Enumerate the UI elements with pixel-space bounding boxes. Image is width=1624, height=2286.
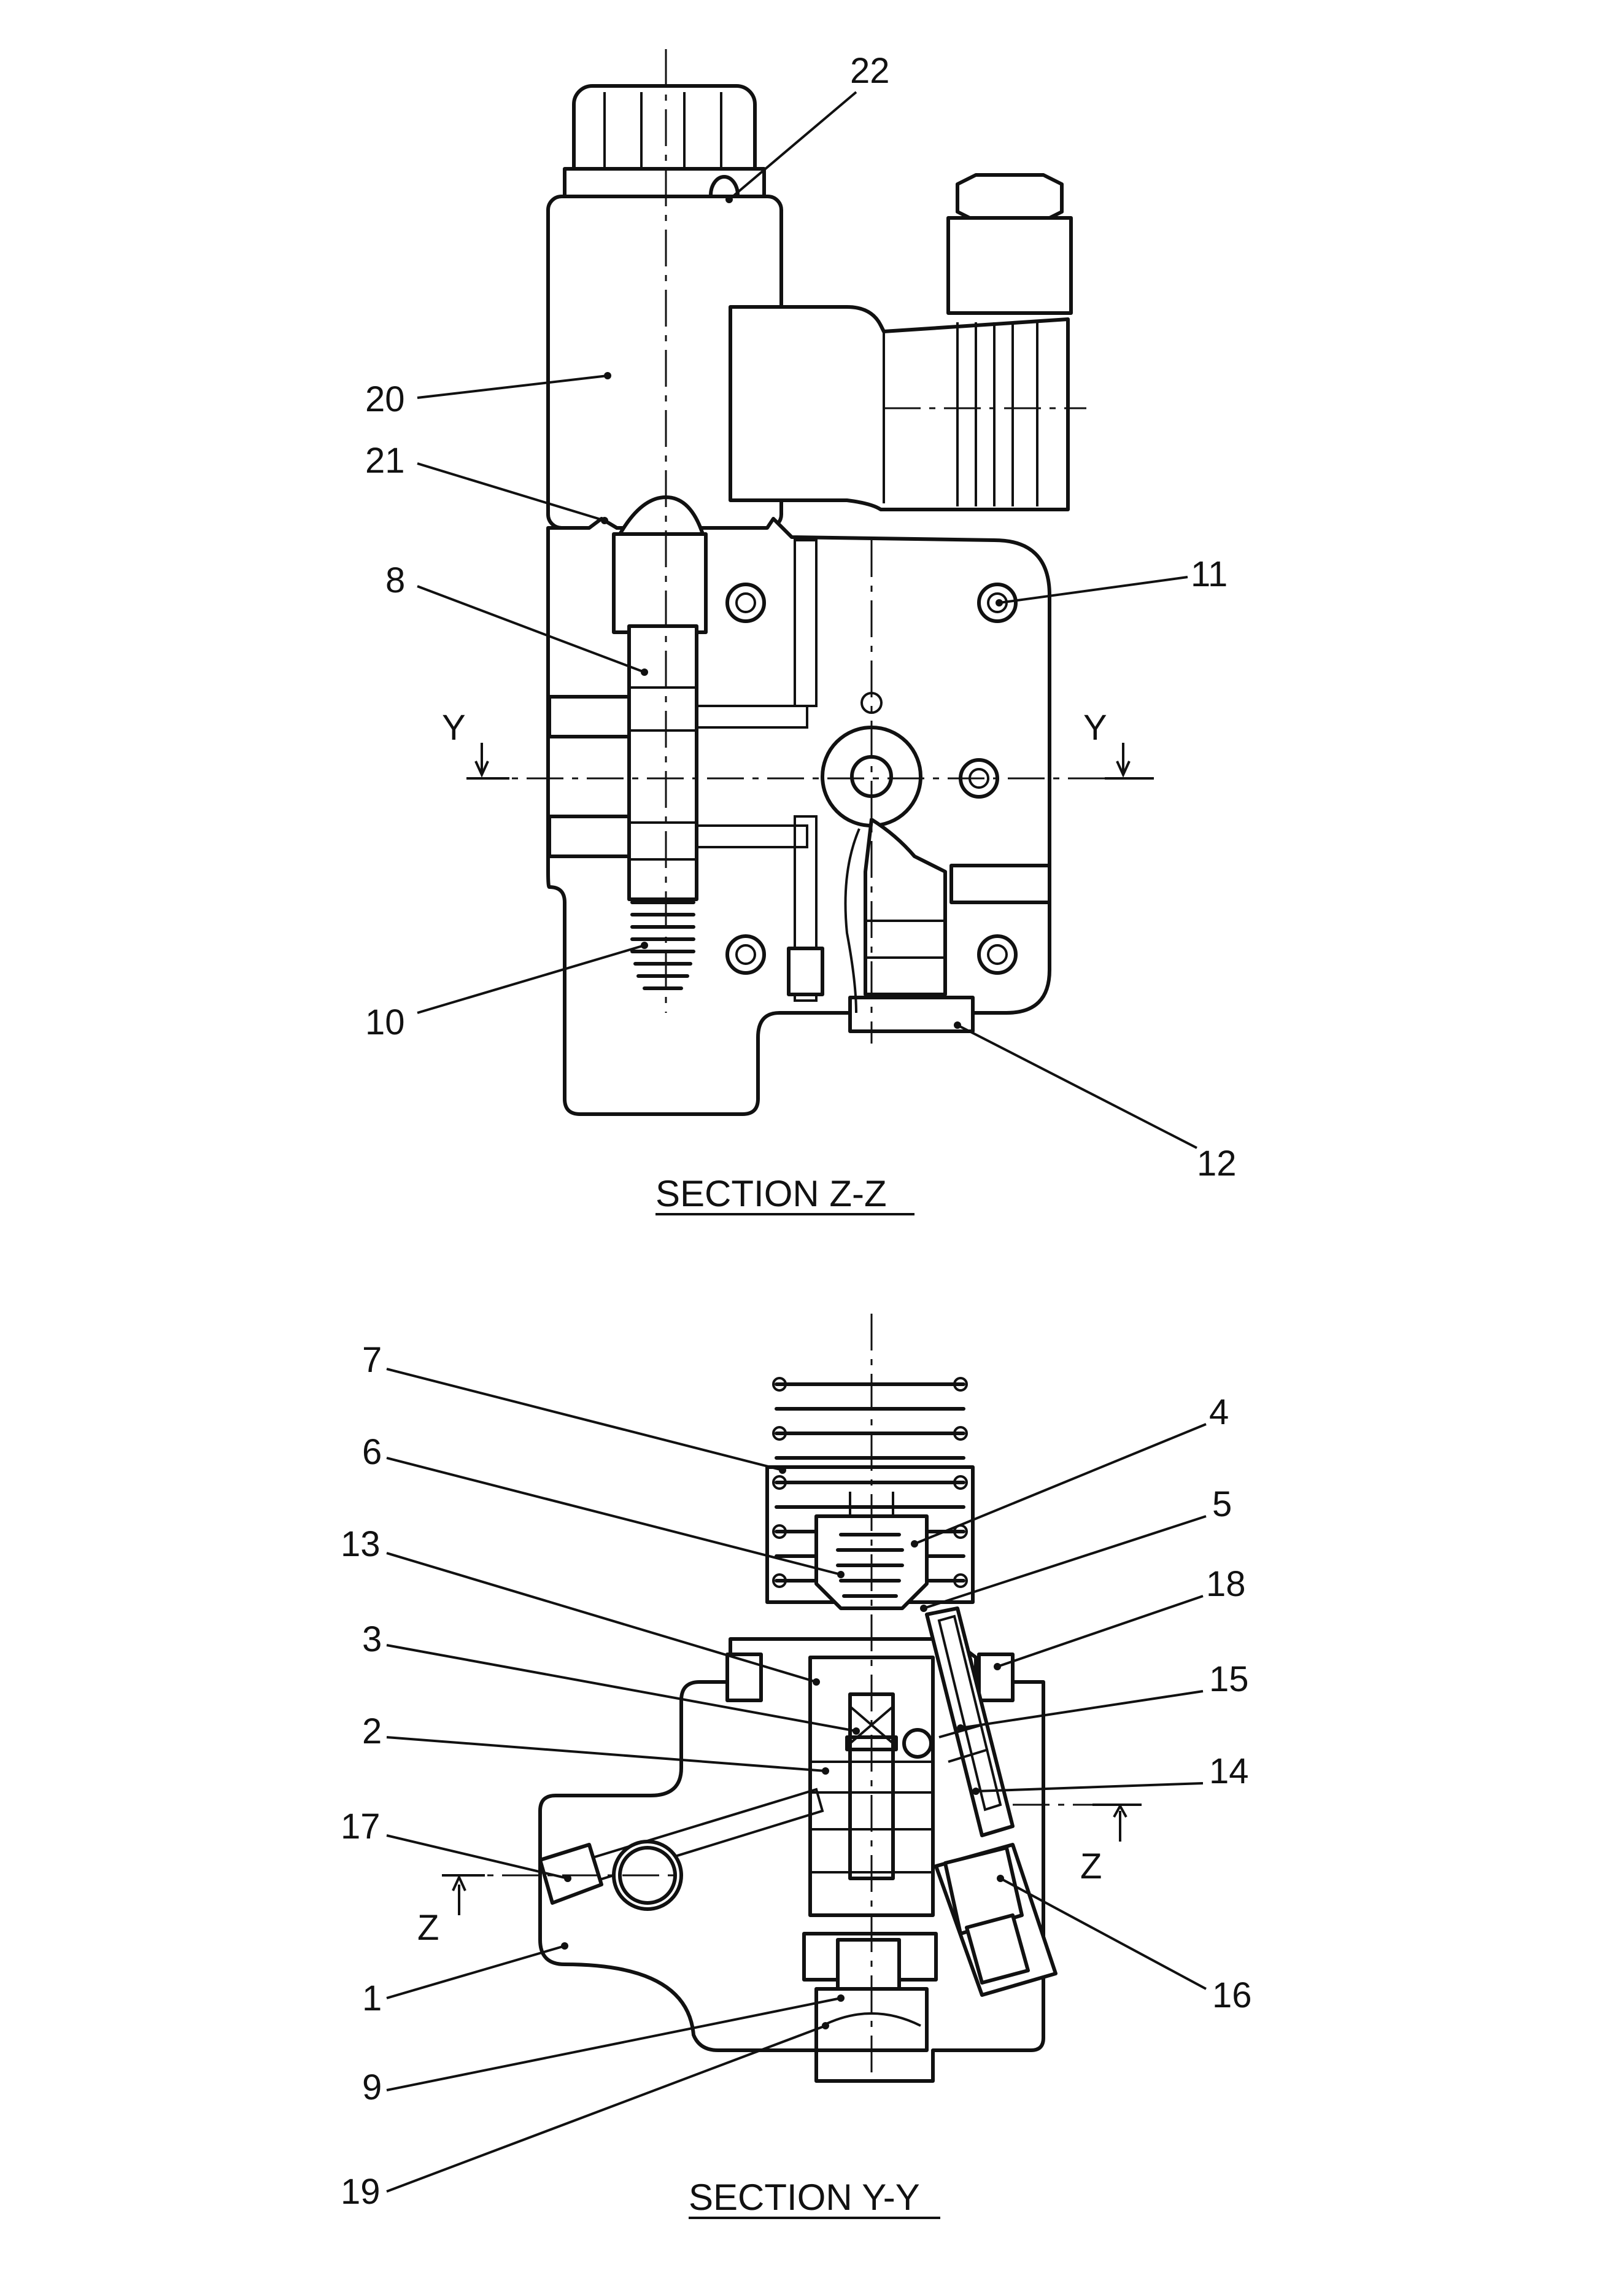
relief-valve-12	[844, 818, 1051, 1033]
cut-label-z-right: Z	[1080, 1846, 1102, 1886]
section-y-y-view: Z Z 7 4 6 5 13 18 3 15 2	[341, 1314, 1252, 2219]
callout-9: 9	[362, 2067, 382, 2107]
callout-12: 12	[1197, 1144, 1237, 1184]
callouts-z: 22 20 21 8 11 10 12	[365, 51, 1237, 1184]
cut-label-y-left: Y	[442, 708, 466, 748]
callout-20: 20	[365, 379, 405, 419]
callout-1: 1	[362, 1978, 382, 2018]
screw-left	[725, 1653, 763, 1702]
cut-mark-y-left: Y	[442, 708, 509, 780]
callout-4: 4	[1209, 1392, 1229, 1432]
cut-label-y-right: Y	[1083, 708, 1107, 748]
ball-check	[902, 1728, 933, 1759]
section-z-z-view: Y Y 22 20 21 8 11 10 12 SECTION Z-Z	[365, 49, 1237, 1215]
callout-15: 15	[1209, 1659, 1249, 1699]
electrical-connector	[729, 173, 1086, 511]
passages-z	[547, 539, 824, 1002]
cut-mark-z-left: Z	[417, 1874, 485, 1948]
cut-mark-y-right: Y	[1083, 708, 1154, 780]
callout-11: 11	[1191, 554, 1228, 594]
cut-mark-z-right: Z	[1080, 1803, 1142, 1886]
callout-10: 10	[365, 1002, 405, 1042]
bottom-plug	[802, 1932, 938, 2052]
callout-22: 22	[850, 51, 890, 91]
callout-21: 21	[365, 441, 405, 481]
callouts-y: 7 4 6 5 13 18 3 15 2 14 17 1 16	[341, 1340, 1252, 2212]
callout-17: 17	[341, 1807, 381, 1846]
callout-5: 5	[1212, 1484, 1232, 1524]
callout-16: 16	[1212, 1975, 1252, 2015]
relief-cartridge	[925, 1606, 1058, 1997]
callout-19: 19	[341, 2172, 381, 2212]
callout-14: 14	[1209, 1751, 1249, 1791]
caption-section-z-z: SECTION Z-Z	[655, 1173, 887, 1214]
callout-13: 13	[341, 1524, 381, 1564]
caption-section-y-y: SECTION Y-Y	[689, 2177, 920, 2218]
cut-label-z-left: Z	[417, 1908, 439, 1948]
screw-right	[977, 1653, 1015, 1702]
callout-2: 2	[362, 1711, 382, 1751]
callout-7: 7	[362, 1340, 382, 1380]
callout-3: 3	[362, 1619, 382, 1659]
callout-6: 6	[362, 1432, 382, 1472]
callout-8: 8	[385, 560, 405, 600]
callout-18: 18	[1206, 1564, 1246, 1604]
